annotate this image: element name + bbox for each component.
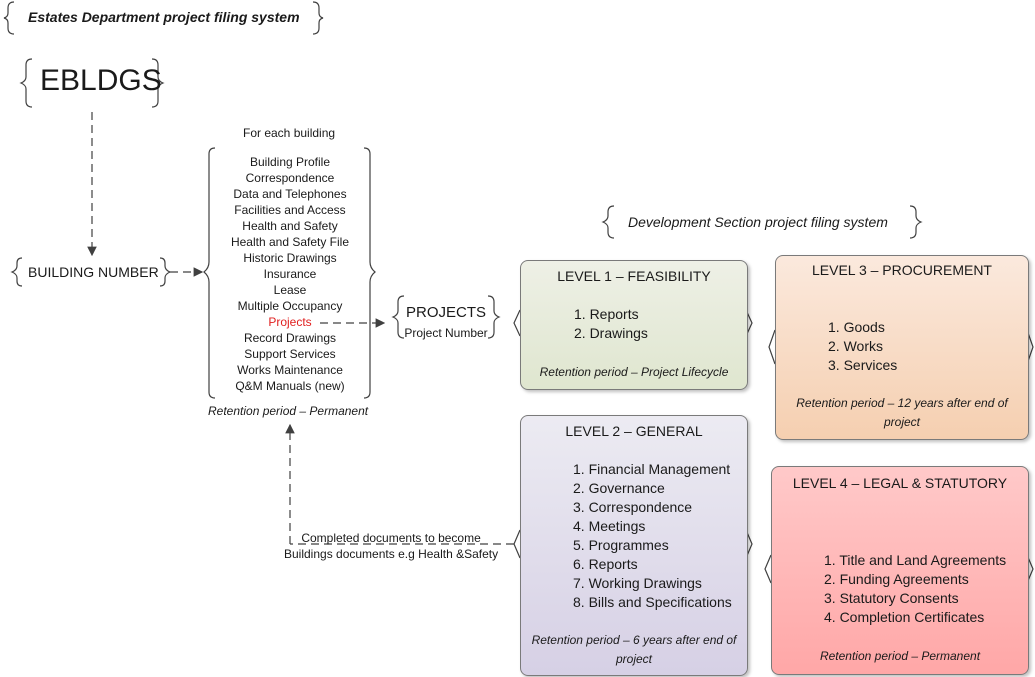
folder-item: Record Drawings: [243, 331, 337, 345]
note-line-2: Buildings documents e.g Health &Safety: [284, 547, 499, 561]
folder-item: Building Profile: [249, 155, 331, 169]
folder-item: Data and Telephones: [233, 187, 347, 201]
level-retention: Retention period – Permanent: [819, 649, 981, 663]
folder-item: Lease: [273, 283, 307, 297]
page-title: Estates Department project filing system: [28, 9, 300, 25]
level-item: 4. Completion Certificates: [824, 609, 985, 625]
level-items: 1. Goods 2. Works 3. Services: [828, 318, 897, 375]
level-item: 3. Correspondence: [573, 499, 693, 515]
level-item: 3. Statutory Consents: [824, 590, 959, 606]
level-item: 7. Working Drawings: [573, 575, 702, 591]
level-3-procurement-card: LEVEL 3 – PROCUREMENT 1. Goods 2. Works …: [775, 255, 1029, 440]
dev-brace-right: [909, 205, 923, 239]
level-item: 5. Programmes: [573, 537, 669, 553]
folder-item: Correspondence: [245, 171, 335, 185]
level-1-feasibility-card: LEVEL 1 – FEASIBILITY 1. Reports 2. Draw…: [520, 260, 748, 390]
building-folders-list: Building Profile Correspondence Data and…: [212, 154, 368, 394]
folder-item: Health and Safety File: [230, 235, 350, 249]
dev-brace-left: [601, 205, 615, 239]
level-item: 2. Governance: [573, 480, 665, 496]
level-item: 2. Funding Agreements: [824, 571, 969, 587]
folder-item: Health and Safety: [242, 219, 338, 233]
level-item: 1. Title and Land Agreements: [824, 552, 1007, 568]
projects-brace-right: [487, 295, 501, 339]
folder-item: Support Services: [244, 347, 336, 361]
building-retention: Retention period – Permanent: [208, 404, 369, 418]
projects-node-title: PROJECTS: [405, 304, 486, 321]
building-folders-heading: For each building: [243, 126, 336, 140]
development-section-title: Development Section project filing syste…: [628, 214, 888, 230]
folder-item: Historic Drawings: [243, 251, 337, 265]
level-item: 3. Services: [828, 357, 898, 373]
list-brace-left: [203, 147, 216, 399]
level-item: 6. Reports: [573, 556, 638, 572]
folder-item: Works Maintenance: [237, 363, 343, 377]
level-item: 4. Meetings: [573, 518, 646, 534]
root-node-ebldgs: EBLDGS: [40, 64, 162, 97]
level-item: 2. Works: [828, 338, 883, 354]
level-items: 1. Financial Management 2. Governance 3.…: [573, 460, 732, 612]
ebldgs-brace-right: [151, 58, 165, 108]
folder-item-projects-highlighted: Projects: [268, 315, 312, 329]
folder-item: Facilities and Access: [234, 203, 346, 217]
folder-item: Insurance: [263, 267, 317, 281]
level-title: LEVEL 3 – PROCUREMENT: [812, 262, 992, 278]
projects-node-subtitle: Project Number: [404, 326, 488, 340]
bnum-brace-right: [159, 257, 172, 287]
level-title: LEVEL 1 – FEASIBILITY: [557, 268, 711, 284]
projects-brace-left: [391, 295, 405, 339]
level-retention: Retention period – 12 years after end of…: [796, 396, 1008, 429]
level-item: 8. Bills and Specifications: [573, 594, 732, 610]
folder-item: Q&M Manuals (new): [235, 379, 345, 393]
level-4-legal-statutory-card: LEVEL 4 – LEGAL & STATUTORY 1. Title and…: [771, 466, 1029, 675]
level-retention: Retention period – 6 years after end of …: [531, 633, 737, 666]
list-brace-right: [363, 147, 376, 399]
level-items: 1. Reports 2. Drawings: [574, 305, 648, 343]
level-title: LEVEL 4 – LEGAL & STATUTORY: [792, 475, 1008, 491]
level-item: 1. Financial Management: [573, 461, 731, 477]
level-title: LEVEL 2 – GENERAL: [565, 423, 703, 439]
level-items: 1. Title and Land Agreements 2. Funding …: [824, 551, 1006, 627]
level-retention: Retention period – Project Lifecycle: [539, 365, 729, 379]
title-brace-right: [312, 1, 324, 35]
note-line-1: Completed documents to become: [301, 531, 481, 545]
level-item: 2. Drawings: [574, 325, 648, 341]
level-item: 1. Goods: [828, 319, 885, 335]
folder-item: Multiple Occupancy: [237, 299, 343, 313]
level-2-general-card: LEVEL 2 – GENERAL 1. Financial Managemen…: [520, 415, 748, 676]
completed-documents-note: Completed documents to become Buildings …: [284, 530, 498, 562]
ebldgs-brace-left: [19, 58, 33, 108]
bnum-brace-left: [10, 257, 23, 287]
level-item: 1. Reports: [574, 306, 639, 322]
building-number-node: BUILDING NUMBER: [28, 264, 159, 280]
title-brace-left: [3, 1, 15, 35]
